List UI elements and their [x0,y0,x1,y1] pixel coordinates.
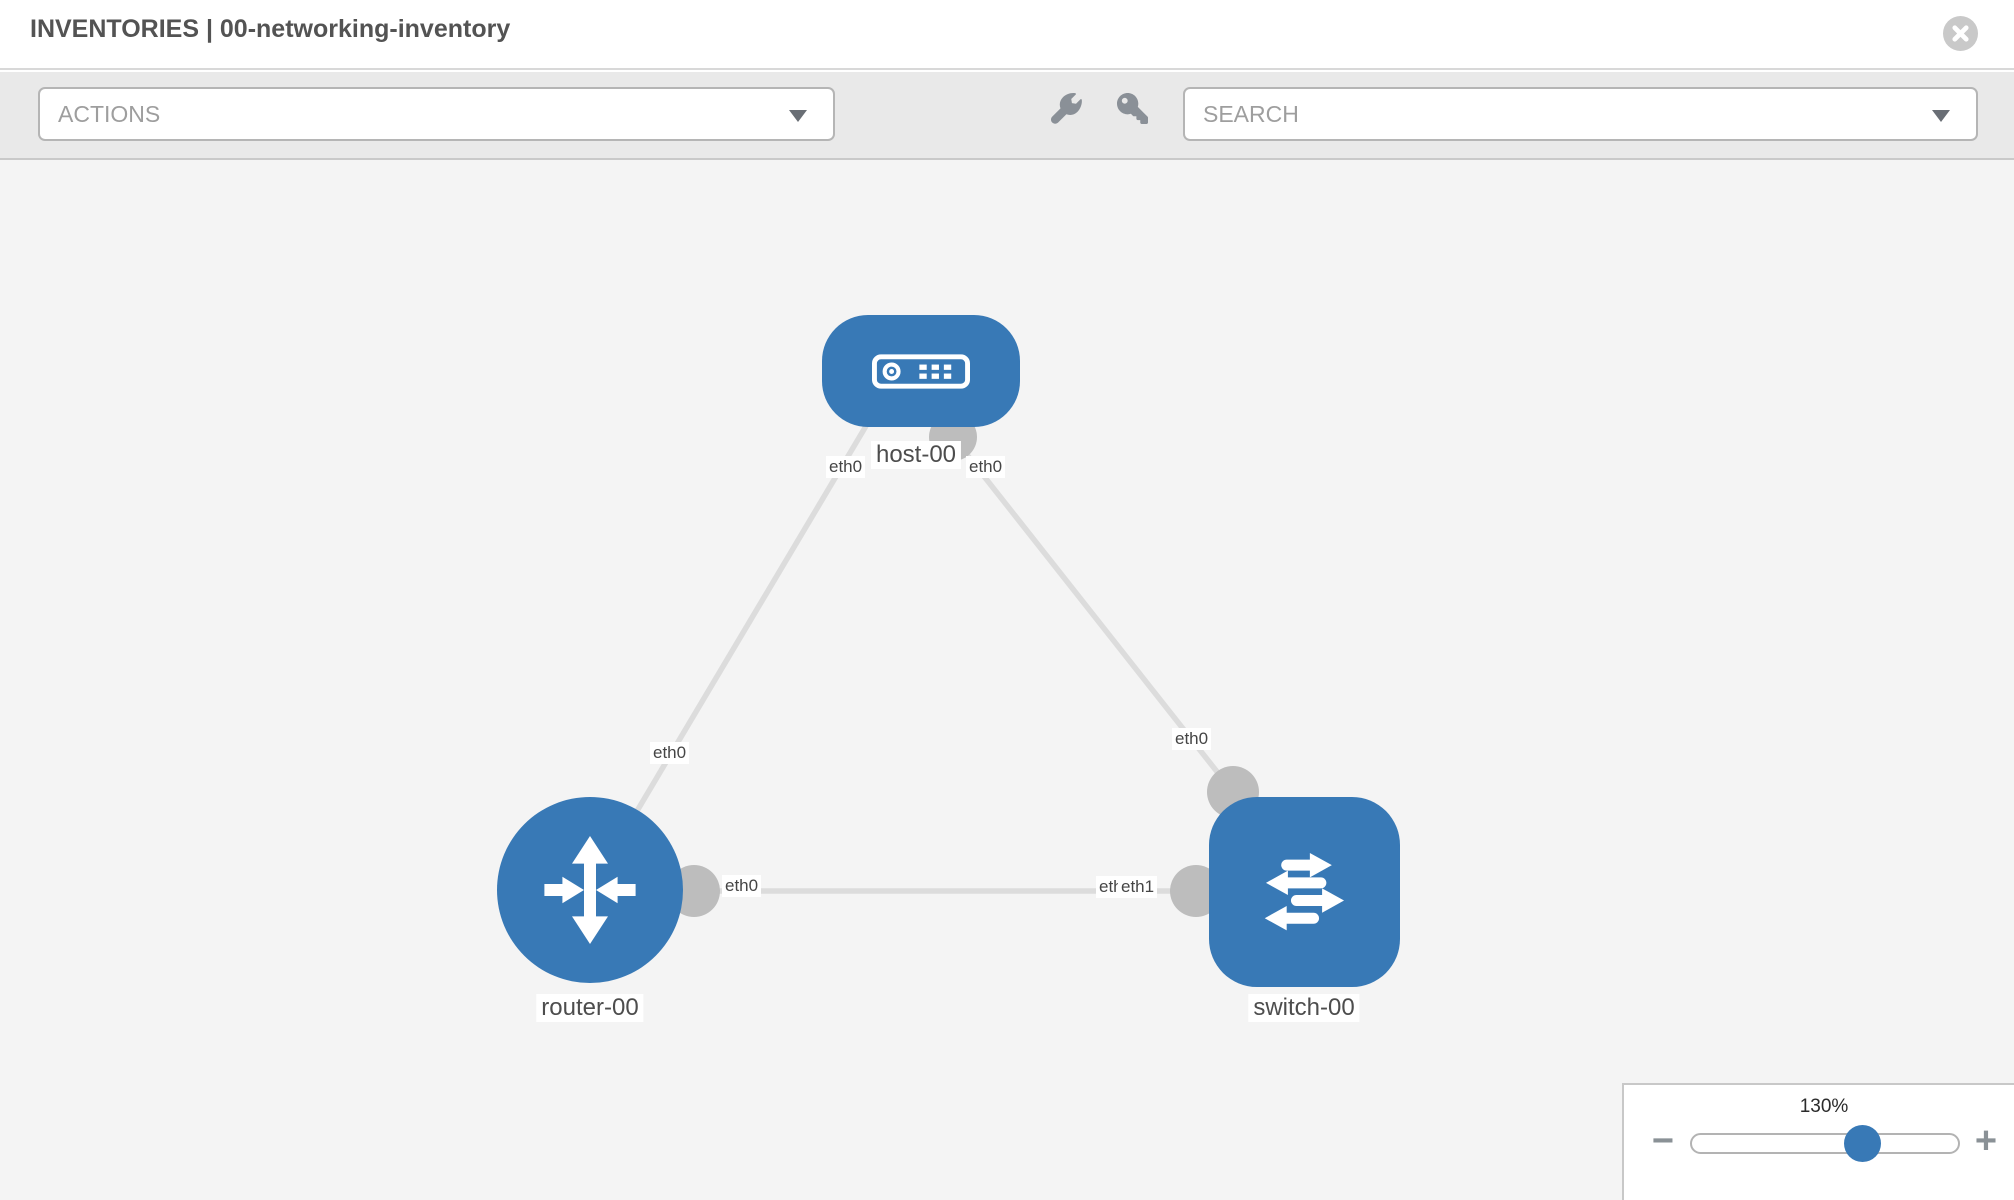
zoom-out-button[interactable]: − [1651,1120,1675,1162]
zoom-level-value: 130% [1799,1096,1849,1117]
node-switch-00[interactable] [1209,797,1400,987]
host-icon [872,353,970,389]
edges-layer [587,413,1259,917]
zoom-panel: 130% − + [1622,1083,2014,1200]
interface-label-switch-eth1: eth1 [1118,876,1158,898]
router-icon [544,836,636,944]
actions-dropdown-label: ACTIONS [58,101,161,127]
page-title: INVENTORIES | 00-networking-inventory [30,15,511,43]
topology-canvas[interactable]: host-00 router-00 switch-00 eth0 eth0 et… [0,160,2014,1200]
toolbar: ACTIONS SEARCH [0,72,2014,160]
wrench-icon [1050,92,1082,124]
interface-label-switch-eth0-uplink: eth0 [1172,728,1212,750]
zoom-slider-thumb[interactable] [1844,1125,1881,1162]
zoom-slider[interactable] [1690,1133,1960,1154]
switch-icon [1264,852,1344,931]
chevron-down-icon [789,110,807,122]
node-host-00[interactable] [822,315,1020,427]
interface-label-router-eth0: eth0 [722,875,762,897]
node-router-00[interactable] [497,797,683,983]
node-label-switch-00: switch-00 [1248,994,1360,1022]
interface-label-host-eth0-right: eth0 [966,456,1006,478]
close-button[interactable] [1943,16,1978,51]
node-label-host-00: host-00 [870,441,962,469]
search-dropdown-label: SEARCH [1203,101,1299,127]
interface-label-router-eth0-uplink: eth0 [650,742,690,764]
adjust-topology-button[interactable] [1042,84,1090,132]
actions-dropdown[interactable]: ACTIONS [38,87,835,141]
key-button[interactable] [1108,84,1156,132]
header: INVENTORIES | 00-networking-inventory [0,0,2014,70]
zoom-in-button[interactable]: + [1974,1120,1998,1162]
search-dropdown[interactable]: SEARCH [1183,87,1978,141]
node-label-router-00: router-00 [536,994,644,1022]
interface-label-host-eth0-left: eth0 [826,456,866,478]
chevron-down-icon [1932,110,1950,122]
close-icon [1952,25,1969,42]
key-icon [1116,92,1148,124]
